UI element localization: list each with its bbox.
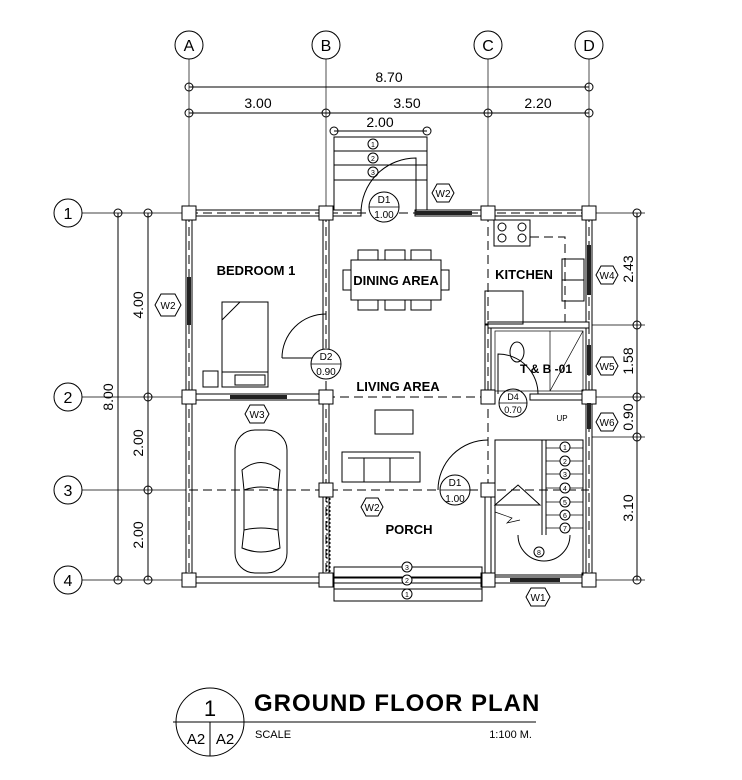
dim-left-2: 2.00 [130, 429, 146, 456]
window-tag-w1: W1 [531, 593, 546, 604]
svg-text:D2: D2 [320, 352, 333, 363]
dim-right-4: 3.10 [620, 494, 636, 521]
sheet-ref-left: A2 [187, 731, 205, 748]
rear-step-1: 1 [371, 142, 375, 149]
svg-text:0.90: 0.90 [316, 367, 336, 378]
dim-right-3: 0.90 [620, 403, 636, 430]
dim-right-1: 2.43 [620, 255, 636, 282]
window-tags: W2 W2 W3 W4 W5 W6 W2 W1 [154, 183, 619, 607]
left-dimensions: 8.00 4.00 2.00 2.00 [100, 208, 153, 585]
grid-label-a: A [184, 38, 195, 55]
room-label-bedroom: BEDROOM 1 [217, 263, 296, 278]
row-grid-bubbles: 1 2 3 4 [53, 198, 83, 595]
window-panes [187, 211, 591, 582]
scale-value: 1:100 M. [489, 729, 532, 741]
car [234, 429, 288, 574]
porch-step-1: 1 [405, 592, 409, 599]
top-dimensions: 8.70 3.00 3.50 2.20 2.00 [184, 69, 594, 136]
rear-steps: 1 2 3 [333, 136, 428, 210]
drawing-title: GROUND FLOOR PLAN [254, 690, 540, 717]
scale-label: SCALE [255, 729, 291, 741]
svg-text:2: 2 [563, 459, 567, 466]
svg-text:8: 8 [537, 550, 541, 557]
grid-label-4: 4 [64, 573, 73, 590]
dim-overall-depth: 8.00 [100, 383, 116, 410]
door-swings [281, 157, 539, 491]
svg-text:1.00: 1.00 [445, 494, 465, 505]
porch-step-3: 3 [405, 565, 409, 572]
door-tag-d2: D2 0.90 [310, 348, 342, 380]
right-dimensions: 2.43 1.58 0.90 3.10 [620, 208, 642, 585]
dim-bay-2: 3.50 [393, 95, 420, 111]
drawing-number: 1 [204, 696, 216, 721]
window-tag-w5: W5 [600, 362, 615, 373]
coffee-table [374, 409, 414, 435]
svg-text:6: 6 [563, 513, 567, 520]
svg-text:5: 5 [563, 500, 567, 507]
dim-right-2: 1.58 [620, 347, 636, 374]
svg-text:0.70: 0.70 [504, 405, 522, 415]
dim-overall-width: 8.70 [375, 69, 402, 85]
door-tag-d1-rear: D1 1.00 [368, 191, 400, 223]
svg-text:1.00: 1.00 [374, 210, 394, 221]
svg-text:1: 1 [563, 445, 567, 452]
toilet-bath [494, 330, 584, 392]
door-tag-d1-front: D1 1.00 [439, 474, 471, 506]
svg-text:D4: D4 [507, 392, 519, 402]
grid-label-d: D [583, 38, 595, 55]
porch-step-2: 2 [405, 578, 409, 585]
stair-up-label: UP [556, 414, 567, 423]
dim-bay-3: 2.20 [524, 95, 551, 111]
svg-text:D1: D1 [449, 478, 462, 489]
grid-label-3: 3 [64, 483, 73, 500]
title-block: 1 A2 A2 GROUND FLOOR PLAN SCALE 1:100 M. [173, 687, 540, 757]
dining-table [342, 249, 450, 311]
window-tag-w3: W3 [250, 410, 265, 421]
column-grid-bubbles: A B C D [174, 30, 604, 60]
dim-left-3: 2.00 [130, 521, 146, 548]
structural-columns [181, 205, 597, 588]
grid-label-c: C [482, 38, 494, 55]
grid-label-1: 1 [64, 206, 73, 223]
svg-text:4: 4 [563, 486, 567, 493]
dim-bay-1: 3.00 [244, 95, 271, 111]
grid-lines [82, 59, 645, 581]
window-tag-w2-bedroom: W2 [161, 301, 176, 312]
room-label-toilet-bath: T & B -01 [520, 362, 572, 376]
grid-label-2: 2 [64, 390, 73, 407]
dim-porch-top: 2.00 [366, 114, 393, 130]
svg-text:D1: D1 [378, 195, 391, 206]
stair-step-numbers: 1 2 3 4 5 6 7 8 [533, 441, 571, 558]
window-tag-w2-rear: W2 [436, 189, 451, 200]
rear-step-2: 2 [371, 156, 375, 163]
bed [202, 301, 269, 388]
window-tag-w4: W4 [600, 271, 615, 282]
window-tag-w6: W6 [600, 418, 615, 429]
grid-label-b: B [321, 38, 332, 55]
window-tag-w2-porch: W2 [365, 503, 380, 514]
svg-text:7: 7 [563, 526, 567, 533]
sofa [341, 451, 421, 483]
kitchen-fixtures [484, 219, 585, 325]
svg-text:3: 3 [563, 472, 567, 479]
sheet-ref-right: A2 [216, 731, 234, 748]
rear-step-3: 3 [371, 170, 375, 177]
door-tag-d4: D4 0.70 [498, 388, 528, 418]
room-label-living: LIVING AREA [356, 379, 440, 394]
dim-left-1: 4.00 [130, 291, 146, 318]
room-label-dining: DINING AREA [353, 273, 439, 288]
room-label-porch: PORCH [386, 522, 433, 537]
porch-steps: 3 2 1 [333, 561, 483, 602]
room-label-kitchen: KITCHEN [495, 267, 553, 282]
room-labels: BEDROOM 1 DINING AREA KITCHEN T & B -01 … [217, 263, 573, 537]
